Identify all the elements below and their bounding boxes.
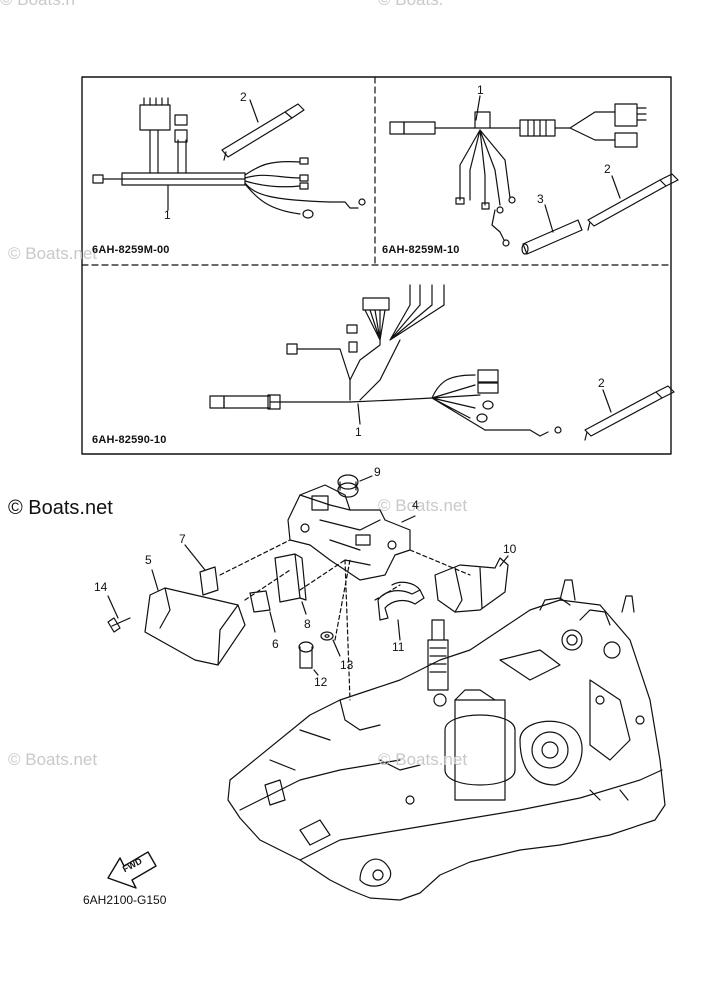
harness-kit3 [209, 284, 562, 437]
tube-kit2 [522, 219, 583, 255]
callout-kit2-2: 2 [604, 162, 611, 176]
grommet-9 [337, 474, 359, 490]
callout-7: 7 [179, 532, 186, 546]
kit-code-3: 6AH-82590-10 [92, 434, 167, 446]
kit-code-1: 6AH-8259M-00 [92, 244, 170, 256]
watermark-center: © Boats.net [378, 496, 468, 515]
screw-14 [107, 617, 131, 633]
callout-4: 4 [412, 498, 419, 512]
cable-tie-kit1 [221, 103, 305, 161]
callout-8: 8 [304, 617, 311, 631]
callout-11: 11 [392, 640, 405, 654]
watermark-top-left: © Boats.n [0, 0, 75, 10]
kit-code-2: 6AH-8259M-10 [382, 244, 460, 256]
watermark-top-right: © Boats. [378, 0, 443, 10]
callout-5: 5 [145, 553, 152, 567]
cover-10 [434, 557, 509, 613]
washer-13 [320, 631, 334, 641]
pad-6 [249, 590, 271, 613]
fwd-arrow [107, 851, 157, 889]
diagram-code: 6AH2100-G150 [83, 893, 167, 907]
bracket-8 [274, 553, 307, 603]
callout-kit1-2: 2 [240, 90, 247, 104]
cover-5 [144, 587, 246, 666]
cable-tie-kit2 [587, 173, 679, 231]
callout-14: 14 [94, 580, 108, 594]
callout-9: 9 [374, 465, 381, 479]
harness-kit2 [389, 95, 647, 247]
callout-13: 13 [340, 658, 354, 672]
watermark-lower-center: © Boats.net [378, 750, 468, 769]
callout-10: 10 [503, 542, 517, 556]
callout-kit3-2: 2 [598, 376, 605, 390]
watermark-main: © Boats.net [8, 497, 113, 519]
callout-12: 12 [314, 675, 328, 689]
clamp-11 [377, 589, 425, 621]
engine-block [227, 579, 666, 901]
callout-kit1-1: 1 [164, 208, 171, 222]
harness-kit1 [92, 97, 366, 219]
callout-kit3-1: 1 [355, 425, 362, 439]
callout-kit2-3: 3 [537, 192, 544, 206]
callout-kit2-1: 1 [477, 83, 484, 97]
pad-7 [199, 566, 219, 596]
watermark-mid-left: © Boats.net [8, 244, 98, 263]
watermark-lower-left: © Boats.net [8, 750, 98, 769]
callout-6: 6 [272, 637, 279, 651]
cable-tie-kit3 [584, 385, 675, 441]
bolt-12 [298, 641, 314, 653]
